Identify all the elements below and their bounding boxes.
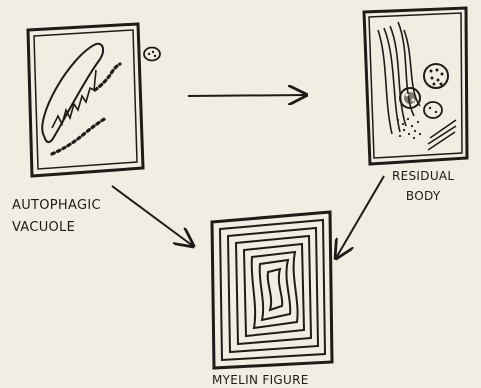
myelin-figure-node	[212, 212, 332, 368]
granular-debris-icon	[397, 118, 421, 139]
residual-body-label-line-2: BODY	[392, 188, 454, 204]
arrow-residual-body-to-myelin-figure	[336, 176, 384, 258]
membrane-lamellae-icon	[428, 120, 456, 150]
autophagic-vacuole-node	[28, 24, 160, 176]
residual-body-label-line-1: RESIDUAL	[392, 168, 454, 184]
autophagic-vacuole-label: AUTOPHAGIC VACUOLE	[12, 198, 101, 236]
residual-body-outer-membrane	[364, 8, 467, 164]
er-fragment-upper	[95, 64, 120, 90]
arrow-vacuole-to-myelin-figure	[112, 186, 193, 246]
autophagic-vacuole-label-line-1: AUTOPHAGIC	[12, 198, 101, 214]
residual-body-label: RESIDUAL BODY	[392, 168, 454, 204]
residual-body-node	[364, 8, 467, 164]
lipid-droplet-icon	[424, 102, 442, 118]
myelin-figure-label-line-1: MYELIN FIGURE	[212, 372, 309, 388]
autophagic-vacuole-label-line-2: VACUOLE	[12, 220, 101, 236]
myelin-figure-label: MYELIN FIGURE	[212, 372, 309, 388]
arrow-vacuole-to-residual-body	[188, 95, 306, 96]
dense-granule-large-icon	[424, 64, 448, 88]
er-fragment-lower	[52, 118, 106, 154]
vesicle-icon	[144, 48, 160, 61]
membrane-whorl-icon	[378, 22, 420, 134]
